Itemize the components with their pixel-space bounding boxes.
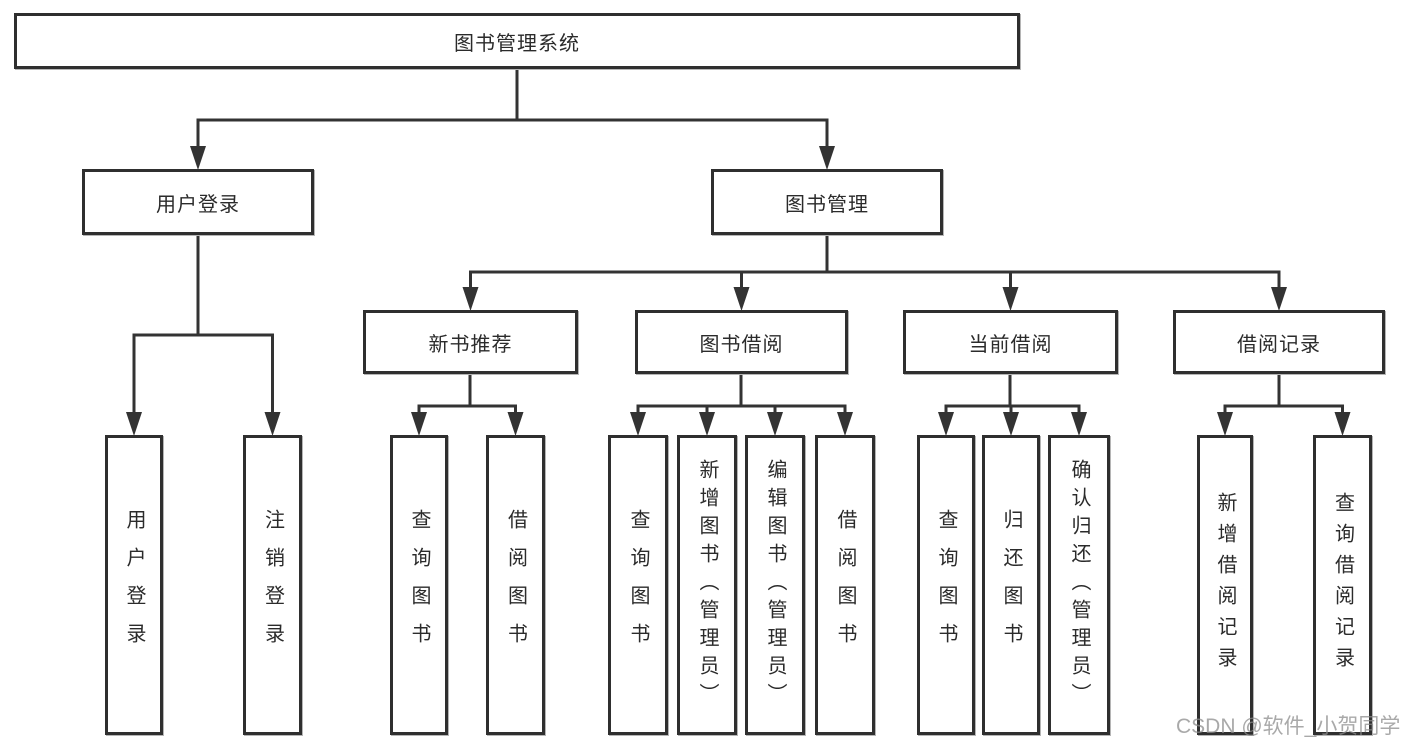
node-label: 借阅图书 (834, 509, 856, 661)
node-label: 图书管理 (785, 193, 869, 216)
node-label: 归还图书 (1000, 509, 1022, 661)
node-label: 查询图书 (408, 509, 430, 661)
node-label: 图书管理系统 (454, 32, 580, 55)
node-label: 新增借阅记录 (1214, 492, 1236, 678)
node-label: 编辑图书（管理员） (764, 459, 786, 711)
node-user-login: 用户登录 (82, 169, 314, 235)
node-leaf-user-login: 用户登录 (105, 435, 163, 735)
connector-paths (132, 68, 1344, 414)
node-leaf-edit-book-admin: 编辑图书（管理员） (745, 435, 805, 735)
node-label: 查询借阅记录 (1331, 492, 1354, 678)
node-label: 新书推荐 (428, 333, 513, 356)
node-leaf-add-book-admin: 新增图书（管理员） (677, 435, 737, 735)
node-label: 借阅图书 (504, 509, 527, 661)
node-leaf-borrow-books-2: 借阅图书 (815, 435, 875, 735)
node-book-borrowing: 图书借阅 (635, 310, 848, 374)
node-leaf-query-books-2: 查询图书 (608, 435, 668, 735)
node-leaf-borrow-books-1: 借阅图书 (486, 435, 545, 735)
node-leaf-query-books-3: 查询图书 (917, 435, 975, 735)
node-book-management: 图书管理 (711, 169, 943, 235)
node-leaf-confirm-return-admin: 确认归还（管理员） (1048, 435, 1110, 735)
node-new-book-recommend: 新书推荐 (363, 310, 578, 374)
node-label: 用户登录 (123, 509, 145, 661)
watermark: CSDN @软件_小贺同学 (1176, 715, 1401, 738)
node-borrow-records: 借阅记录 (1173, 310, 1385, 374)
node-label: 借阅记录 (1237, 333, 1321, 356)
node-label: 查询图书 (627, 509, 649, 661)
node-leaf-add-borrow-record: 新增借阅记录 (1197, 435, 1253, 735)
node-label: 图书借阅 (699, 333, 784, 356)
node-library-system: 图书管理系统 (14, 13, 1020, 69)
node-current-borrowing: 当前借阅 (903, 310, 1118, 374)
arrowhead-icons (126, 146, 1351, 436)
node-label: 用户登录 (156, 193, 240, 216)
node-leaf-logout: 注销登录 (243, 435, 302, 735)
node-leaf-query-borrow-record: 查询借阅记录 (1313, 435, 1372, 735)
node-label: 注销登录 (261, 509, 284, 661)
node-leaf-query-books-1: 查询图书 (390, 435, 448, 735)
node-label: 确认归还（管理员） (1068, 459, 1090, 711)
node-leaf-return-books: 归还图书 (982, 435, 1040, 735)
node-label: 当前借阅 (968, 333, 1053, 356)
node-label: 新增图书（管理员） (696, 459, 718, 711)
node-label: 查询图书 (935, 509, 957, 661)
